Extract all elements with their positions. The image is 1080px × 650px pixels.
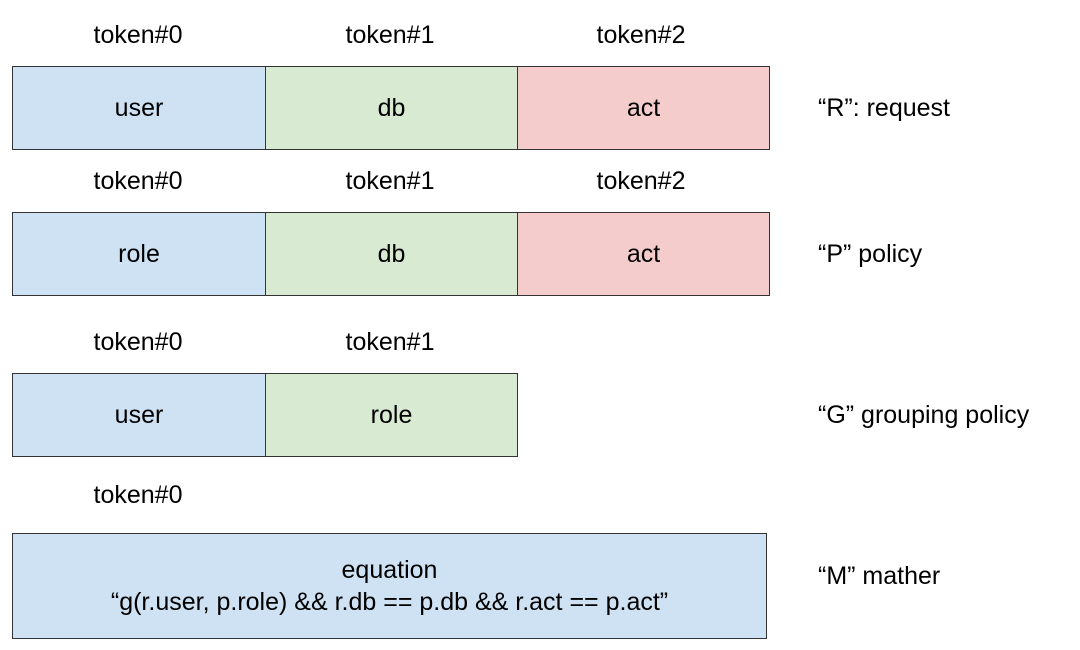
- matcher-label: “M” mather: [818, 562, 941, 590]
- token-label-r-1: token#1: [345, 21, 435, 49]
- grouping-row: user role: [12, 373, 518, 457]
- matcher-title: equation: [341, 556, 438, 584]
- policy-cell-act: act: [517, 213, 769, 295]
- grouping-cell-user: user: [13, 374, 265, 456]
- token-label-r-0: token#0: [93, 21, 183, 49]
- matcher-cell: equation “g(r.user, p.role) && r.db == p…: [13, 534, 766, 638]
- request-cell-db: db: [265, 67, 517, 149]
- matcher-row: equation “g(r.user, p.role) && r.db == p…: [12, 533, 767, 639]
- policy-row: role db act: [12, 212, 770, 296]
- token-label-g-1: token#1: [345, 328, 435, 356]
- policy-label: “P” policy: [818, 240, 923, 268]
- matcher-expression: “g(r.user, p.role) && r.db == p.db && r.…: [110, 588, 669, 616]
- request-label: “R”: request: [818, 94, 950, 122]
- token-label-m-0: token#0: [93, 481, 183, 509]
- policy-cell-role: role: [13, 213, 265, 295]
- grouping-cell-role: role: [265, 374, 517, 456]
- token-label-p-2: token#2: [596, 167, 686, 195]
- policy-cell-db: db: [265, 213, 517, 295]
- token-label-p-0: token#0: [93, 167, 183, 195]
- token-label-g-0: token#0: [93, 328, 183, 356]
- request-cell-act: act: [517, 67, 769, 149]
- request-row: user db act: [12, 66, 770, 150]
- grouping-label: “G” grouping policy: [818, 401, 1030, 429]
- request-cell-user: user: [13, 67, 265, 149]
- token-label-r-2: token#2: [596, 21, 686, 49]
- token-label-p-1: token#1: [345, 167, 435, 195]
